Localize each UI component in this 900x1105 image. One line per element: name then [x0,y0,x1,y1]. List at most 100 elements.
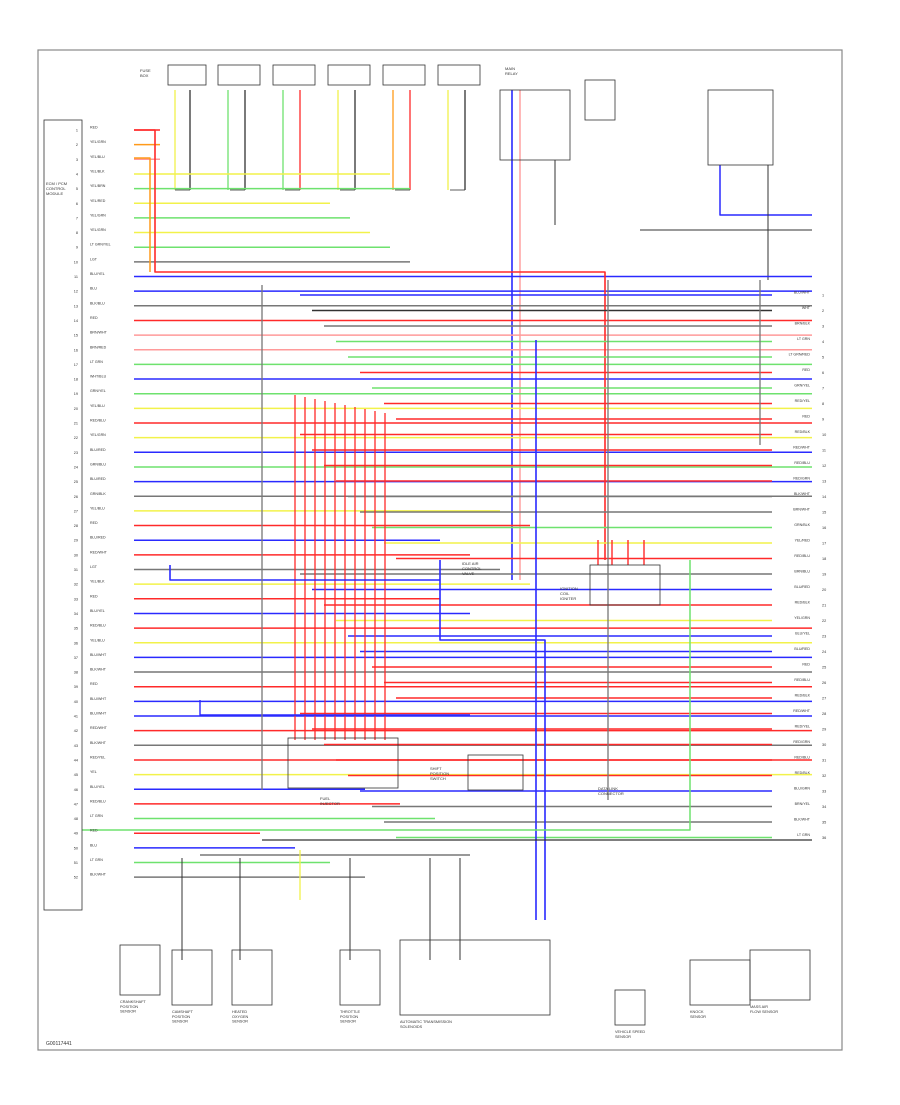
left-pin-number: 27 [74,509,78,513]
o2-sensor-label: OXYGEN [232,1015,249,1019]
right-pin-label: BLU/RED [794,647,810,651]
left-pin-label: YEL/GRN [90,140,106,144]
right-pin-number: 16 [822,526,826,530]
right-pin-number: 18 [822,557,826,561]
right-pin-label: BLU/GRN [794,787,810,791]
crank-sensor-box [119,944,161,996]
left-pin-number: 29 [74,539,78,543]
relay-b-connector [272,64,316,86]
right-pin-label: RED/GRN [793,740,810,744]
left-pin-number: 33 [74,597,78,601]
left-pin-number: 23 [74,451,78,455]
right-pin-number: 9 [822,418,824,422]
left-pin-label: GRN/YEL [90,389,106,393]
right-pin-number: 17 [822,542,826,546]
left-pin-number: 6 [76,202,78,206]
right-pin-label: LT GRN/RED [789,353,811,357]
ecm-label: MODULE [46,191,63,196]
right-pin-label: RED/BLK [795,694,811,698]
right-pin-label: RED/WHT [793,709,811,713]
left-pin-label: BLU/YEL [90,272,105,276]
right-pin-number: 30 [822,743,826,747]
idle-air-label: IDLE AIR [462,561,479,566]
fuse-box-label: BOX [140,73,149,78]
blue-trunk-a [439,560,546,920]
left-pin-number: 11 [74,275,78,279]
cam-sensor-label: SENSOR [172,1020,188,1024]
injector-label: INJECTOR [320,801,340,806]
left-pin-label: BLK/WHT [90,873,107,877]
left-pin-number: 32 [74,583,78,587]
left-pin-label: YEL/BLU [90,638,105,642]
igniter-label: IGNITER [560,596,576,601]
fuse-box-label: FUSE [140,68,151,73]
right-pin-label: BRN/BLK [795,322,811,326]
right-pin-label: RED/BLK [795,601,811,605]
ecm-frame [43,119,83,911]
right-pin-number: 4 [822,340,824,344]
right-pin-number: 5 [822,356,824,360]
left-pin-number: 5 [76,187,78,191]
shift-switch-label: POSITION [430,771,449,776]
right-pin-label: BLU/RED [794,585,810,589]
throttle-label: SENSOR [340,1020,356,1024]
left-pin-label: BRN/RED [90,345,107,349]
right-pin-number: 19 [822,573,826,577]
left-pin-label: RED/BLU [90,799,106,803]
right-pin-number: 25 [822,666,826,670]
right-pin-number: 13 [822,480,826,484]
left-pin-number: 28 [74,524,78,528]
right-pin-label: YEL/GRN [794,616,810,620]
main-relay-label: RELAY [505,71,518,76]
left-pin-number: 34 [74,612,78,616]
fuse-small-box [584,79,616,121]
throttle-label: POSITION [340,1015,358,1019]
igniter-label: IGNITION [560,586,578,591]
right-pin-label: RED/BLU [794,678,810,682]
relay-c-connector [327,64,371,86]
left-pin-label: YEL/GRN [90,433,106,437]
right-pin-number: 31 [822,759,826,763]
left-pin-number: 31 [74,568,78,572]
left-pin-number: 20 [74,407,78,411]
left-pin-label: BLK/WHT [90,668,107,672]
cam-sensor-label: CAMSHAFT [172,1010,194,1014]
main-relay-box [499,89,571,161]
crank-sensor-label: POSITION [120,1005,138,1009]
left-pin-number: 16 [74,348,78,352]
speed-sensor-label: SENSOR [615,1035,631,1039]
relay-e-connector [437,64,481,86]
crank-sensor-label: CRANKSHAFT [120,1000,146,1004]
mass-air-label: MASS AIR [750,1005,768,1009]
left-pin-label: BLU/YEL [90,785,105,789]
shift-switch-label: SWITCH [430,776,446,781]
left-pin-label: RED/WHT [90,550,108,554]
igniter-label: COIL [560,591,570,596]
right-pin-number: 36 [822,836,826,840]
left-pin-number: 38 [74,671,78,675]
right-pin-number: 6 [822,371,824,375]
ecm-label: CONTROL [46,186,66,191]
shift-switch-label: SHIFT [430,766,442,771]
right-pin-number: 22 [822,619,826,623]
right-pin-number: 23 [822,635,826,639]
crank-sensor-label: SENSOR [120,1010,136,1014]
right-pin-number: 28 [822,712,826,716]
left-pin-label: YEL [90,770,97,774]
left-pin-label: RED/BLU [90,624,106,628]
right-pin-number: 29 [822,728,826,732]
left-pin-label: YEL/BRN [90,184,106,188]
left-pin-label: LT GRN/YEL [90,243,111,247]
left-pin-label: WHT/BLU [90,375,107,379]
left-pin-number: 22 [74,436,78,440]
left-pin-number: 4 [76,172,78,176]
mass-air-label: FLOW SENSOR [750,1010,778,1014]
left-pin-label: RED [90,316,98,320]
right-pin-label: RED [802,368,810,372]
left-pin-number: 9 [76,246,78,250]
right-pin-label: BRN/BLU [794,570,810,574]
left-pin-label: BLU [90,287,97,291]
right-pin-label: WHT [802,306,811,310]
